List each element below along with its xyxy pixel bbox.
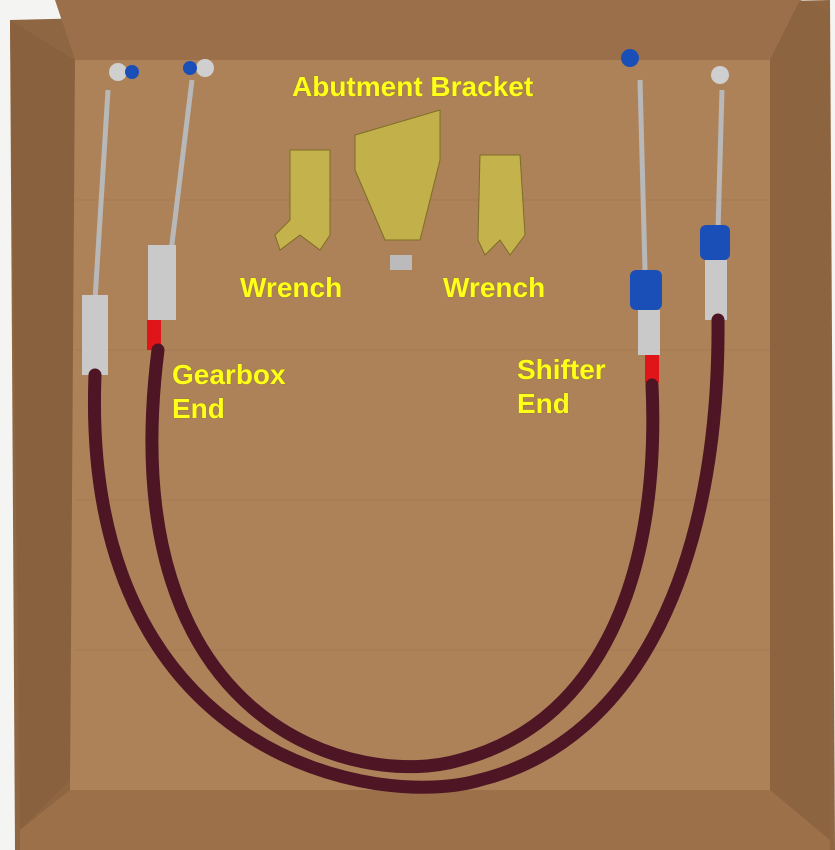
box-right-wall xyxy=(770,0,830,840)
box-front-wall xyxy=(20,790,830,850)
label-gearbox-end: Gearbox End xyxy=(172,358,286,426)
wrench-left-shape xyxy=(274,149,331,251)
label-wrench-left: Wrench xyxy=(240,272,343,303)
label-shifter-line1: Shifter xyxy=(517,354,606,385)
abutment-bracket-shape xyxy=(354,109,441,241)
cables xyxy=(88,313,725,794)
brackets xyxy=(274,109,526,270)
label-gearbox-line1: Gearbox xyxy=(172,359,286,390)
box-left-wall xyxy=(10,20,75,830)
box-floor xyxy=(70,60,770,790)
label-wrench-right: Wrench xyxy=(443,272,546,303)
cable-rods xyxy=(92,79,725,301)
box-back-wall xyxy=(55,0,800,60)
rod-ends xyxy=(109,49,729,84)
fittings xyxy=(82,225,730,383)
label-gearbox-line2: End xyxy=(172,393,225,424)
wrench-right-shape xyxy=(477,154,526,256)
label-shifter-line2: End xyxy=(517,388,570,419)
label-shifter-end: Shifter End xyxy=(517,353,606,421)
label-abutment-bracket: Abutment Bracket xyxy=(292,71,534,102)
